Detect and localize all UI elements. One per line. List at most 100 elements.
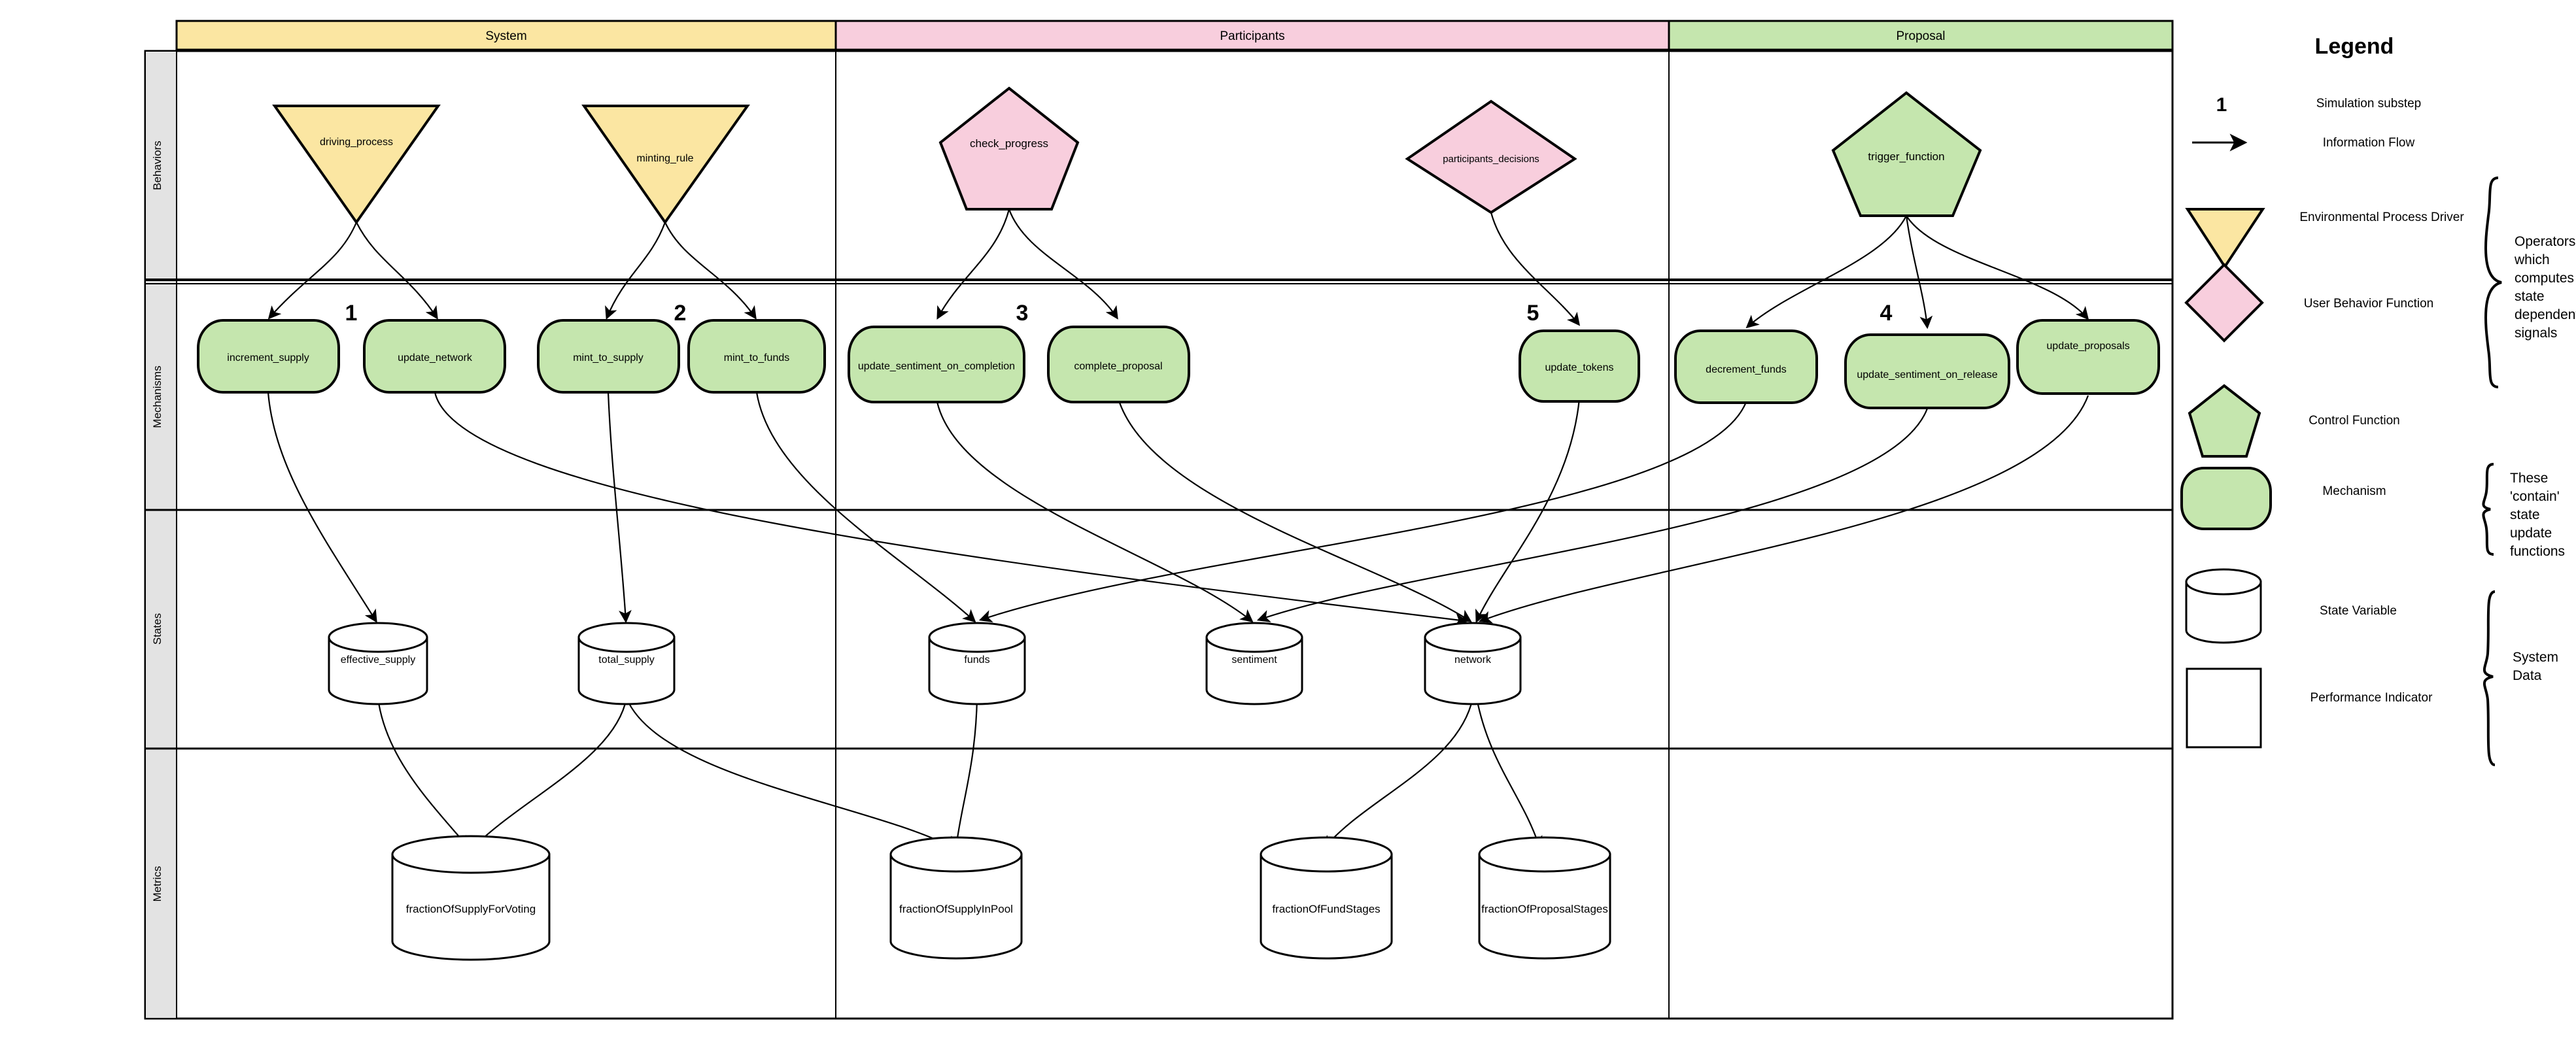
- state-node-label: funds: [964, 654, 989, 666]
- column-header-label: System: [485, 29, 526, 43]
- metric-node-fractionOfFundStages[interactable]: fractionOfFundStages: [1260, 836, 1393, 960]
- brace-line: Data: [2513, 668, 2542, 683]
- legend-substep-symbol: 1: [2216, 94, 2227, 116]
- brace-line: which: [2514, 252, 2550, 267]
- edge-trigger-function-decrement-funds: [1745, 215, 1907, 329]
- behavior-node-trigger_function[interactable]: trigger_function: [1831, 91, 1982, 217]
- brace-line: state: [2515, 289, 2545, 304]
- edge-total-supply-fraction-of-supply-for-voting: [472, 698, 628, 849]
- brace-icon: [2484, 177, 2502, 388]
- edge-decrement-funds-funds: [978, 401, 1747, 623]
- metric-node-label: fractionOfSupplyInPool: [899, 903, 1013, 915]
- edge-minting-rule-mint-to-supply: [605, 222, 666, 320]
- brace-icon: [2483, 590, 2496, 766]
- mechanism-node-label: mint_to_funds: [724, 352, 790, 363]
- mechanism-node-label: increment_supply: [227, 352, 309, 363]
- legend-item-performance-indicator: Performance Indicator: [2186, 667, 2433, 749]
- legend-item-label: Environmental Process Driver: [2299, 211, 2464, 224]
- legend-item-information-flow: Information Flow: [2192, 133, 2414, 152]
- edge-minting-rule-mint-to-funds: [664, 222, 757, 320]
- state-node-total_supply[interactable]: total_supply: [577, 622, 676, 705]
- legend-brace-operators: Operators which computes state dependent…: [2484, 177, 2576, 388]
- row-label-metrics: Metrics: [151, 866, 163, 902]
- legend-item-mechanism: Mechanism: [2180, 467, 2386, 530]
- brace-line: functions: [2510, 544, 2565, 559]
- edge-check-progress-update-sentiment-on-completion: [936, 209, 1010, 320]
- metric-node-fractionOfSupplyForVoting[interactable]: fractionOfSupplyForVoting: [391, 835, 551, 961]
- edge-update-proposals-network: [1478, 395, 2089, 624]
- column-header-label: Proposal: [1897, 29, 1946, 43]
- mechanism-node-decrement_funds[interactable]: decrement_funds: [1674, 329, 1818, 404]
- substep-number-1: 1: [345, 301, 358, 326]
- metric-node-label: fractionOfFundStages: [1272, 903, 1380, 915]
- behavior-node-label: trigger_function: [1868, 150, 1944, 163]
- state-node-label: sentiment: [1231, 654, 1277, 666]
- behavior-node-label: participants_decisions: [1443, 154, 1539, 165]
- state-node-network[interactable]: network: [1424, 622, 1522, 705]
- edge-mint-to-supply-total-supply: [607, 392, 632, 624]
- edge-driving-process-increment-supply: [267, 222, 358, 320]
- brace-line: System: [2513, 650, 2558, 665]
- mechanism-node-update_proposals[interactable]: update_proposals: [2016, 319, 2160, 395]
- mechanism-node-mint_to_supply[interactable]: mint_to_supply: [537, 319, 680, 394]
- row-label-text: Mechanisms: [151, 365, 163, 428]
- substep-label: 4: [1880, 301, 1893, 326]
- mechanism-node-complete_proposal[interactable]: complete_proposal: [1047, 326, 1190, 403]
- edge-trigger-function-update-sentiment-on-release: [1905, 215, 1933, 329]
- substep-number-3: 3: [1016, 301, 1029, 326]
- metric-node-fractionOfProposalStages[interactable]: fractionOfProposalStages: [1478, 836, 1611, 960]
- rect-icon: [2186, 667, 2262, 749]
- column-header-participants: Participants: [834, 20, 1670, 51]
- mechanism-node-update_tokens[interactable]: update_tokens: [1519, 329, 1640, 403]
- legend-item-label: Control Function: [2309, 414, 2399, 428]
- mechanism-node-update_sentiment_on_release[interactable]: update_sentiment_on_release: [1844, 333, 2010, 409]
- mechanism-node-label: update_tokens: [1545, 362, 1614, 373]
- behavior-node-participants_decisions[interactable]: participants_decisions: [1405, 99, 1577, 214]
- edges-behaviors-to-mechanisms: [267, 209, 2089, 329]
- pentagon-icon: [2188, 384, 2261, 458]
- edge-update-sentiment-on-completion-sentiment: [935, 398, 1254, 623]
- brace-icon: [2482, 463, 2494, 556]
- edge-mint-to-funds-funds: [755, 392, 976, 623]
- row-label-text: States: [151, 613, 163, 645]
- mechanism-node-update_sentiment_on_completion[interactable]: update_sentiment_on_completion: [848, 326, 1025, 403]
- behavior-node-check_progress[interactable]: check_progress: [938, 86, 1080, 211]
- substep-number-4: 4: [1880, 301, 1893, 326]
- edge-effective-supply-fraction-of-supply-for-voting: [377, 698, 470, 849]
- behavior-node-minting_rule[interactable]: minting_rule: [581, 105, 750, 225]
- substep-number-5: 5: [1527, 301, 1539, 326]
- edges-mechanisms-to-states: [267, 392, 2089, 626]
- mechanism-node-label: decrement_funds: [1706, 364, 1787, 375]
- mechanism-node-label: update_proposals: [2046, 341, 2129, 352]
- state-node-sentiment[interactable]: sentiment: [1205, 622, 1303, 705]
- substep-label: 2: [674, 301, 687, 326]
- state-node-effective_supply[interactable]: effective_supply: [328, 622, 428, 705]
- brace-line: These: [2510, 471, 2548, 486]
- mechanism-node-mint_to_funds[interactable]: mint_to_funds: [687, 319, 826, 394]
- metric-node-fractionOfSupplyInPool[interactable]: fractionOfSupplyInPool: [889, 836, 1023, 960]
- state-node-label: effective_supply: [341, 654, 415, 666]
- legend-item-label: Performance Indicator: [2310, 691, 2433, 705]
- state-node-funds[interactable]: funds: [928, 622, 1026, 705]
- rounded-rect-icon: [2180, 467, 2272, 530]
- substep-number-2: 2: [674, 301, 687, 326]
- legend-item-user-behavior-function: User Behavior Function: [2184, 263, 2433, 343]
- mechanism-node-label: update_sentiment_on_completion: [858, 361, 1015, 372]
- edge-trigger-function-update-proposals: [1906, 215, 2089, 320]
- mechanism-node-increment_supply[interactable]: increment_supply: [197, 319, 340, 394]
- legend-item-control-function: Control Function: [2188, 384, 2400, 458]
- legend: Legend 1 Simulation substep Information …: [2180, 34, 2576, 766]
- legend-title: Legend: [2315, 34, 2394, 59]
- column-header-proposal: Proposal: [1668, 20, 2174, 51]
- edge-funds-fraction-of-supply-in-pool: [951, 698, 978, 850]
- edge-update-sentiment-on-release-sentiment: [1256, 408, 1929, 622]
- row-label-states: States: [151, 613, 163, 645]
- mechanism-node-update_network[interactable]: update_network: [363, 319, 506, 394]
- behavior-node-label: driving_process: [320, 137, 393, 148]
- brace-line: update: [2510, 526, 2552, 541]
- edge-driving-process-update-network: [356, 222, 438, 320]
- legend-item-state-variable: State Variable: [2185, 568, 2397, 644]
- behavior-node-driving_process[interactable]: driving_process: [272, 105, 441, 225]
- metric-node-label: fractionOfProposalStages: [1481, 903, 1608, 915]
